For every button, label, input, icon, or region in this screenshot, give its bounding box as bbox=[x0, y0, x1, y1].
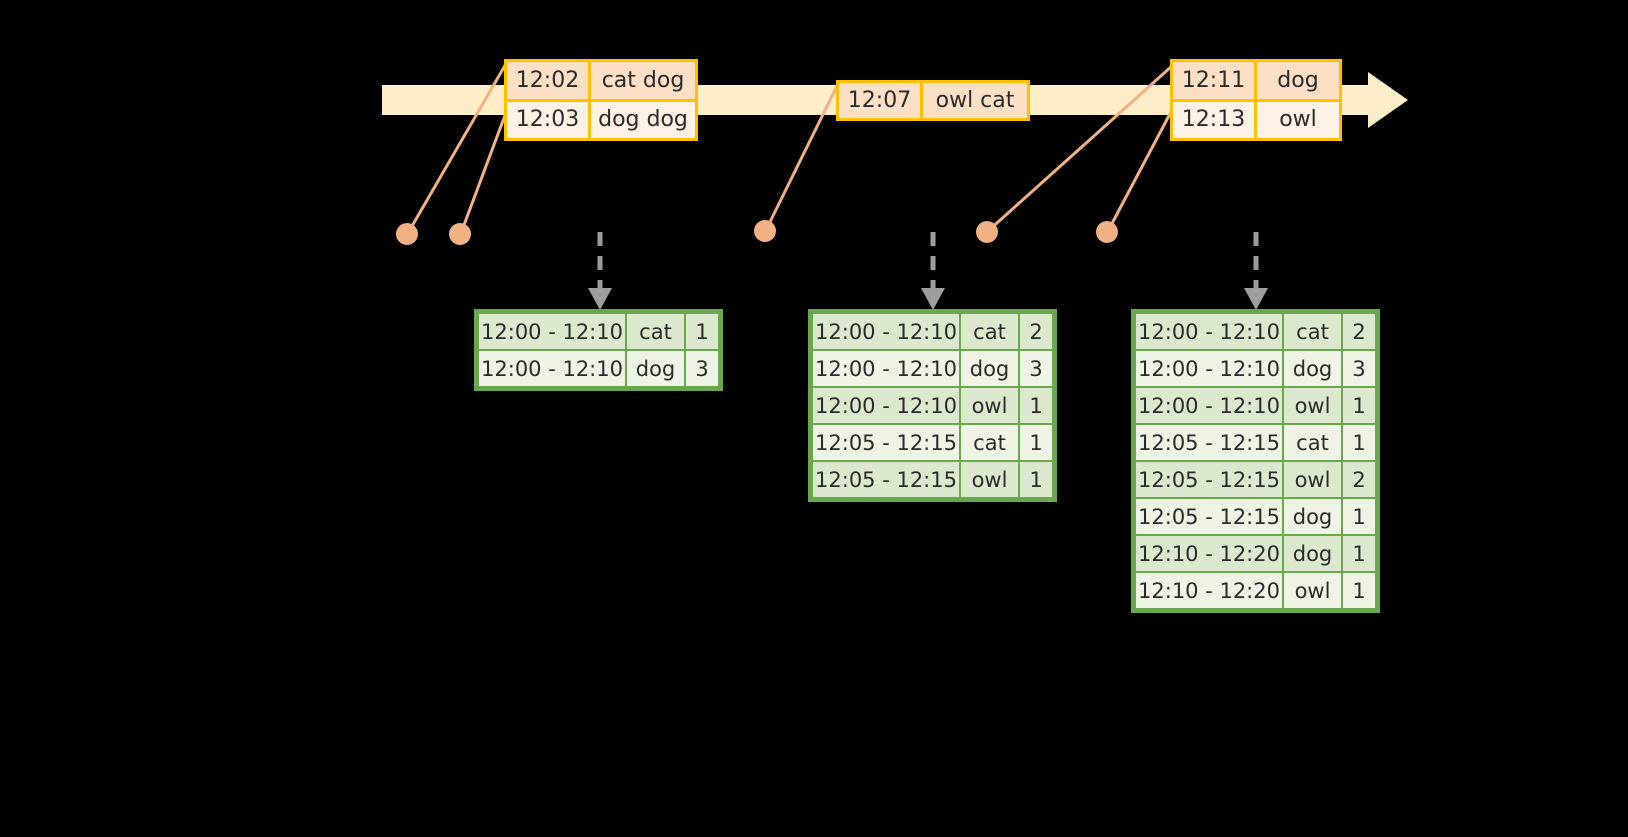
cell-window: 12:10 - 12:20 bbox=[1135, 572, 1283, 609]
event-time: 12:02 bbox=[507, 62, 591, 99]
event-time: 12:03 bbox=[507, 101, 591, 138]
cell-window: 12:00 - 12:10 bbox=[812, 350, 960, 387]
cell-window: 12:00 - 12:10 bbox=[1135, 387, 1283, 424]
cell-count: 1 bbox=[1019, 461, 1053, 498]
cell-count: 1 bbox=[1342, 498, 1376, 535]
cell-word: cat bbox=[1283, 424, 1342, 461]
event-time: 12:07 bbox=[839, 83, 923, 118]
cell-window: 12:10 - 12:20 bbox=[1135, 535, 1283, 572]
connector-dot-2 bbox=[449, 223, 471, 245]
cell-word: owl bbox=[1283, 387, 1342, 424]
cell-word: cat bbox=[960, 313, 1019, 350]
connector-dot-4 bbox=[976, 221, 998, 243]
cell-count: 1 bbox=[1342, 572, 1376, 609]
event-row: 12:02 cat dog bbox=[507, 62, 695, 99]
cell-count: 3 bbox=[1342, 350, 1376, 387]
cell-window: 12:05 - 12:15 bbox=[1135, 498, 1283, 535]
cell-word: cat bbox=[626, 313, 685, 350]
cell-count: 1 bbox=[1342, 424, 1376, 461]
event-words: owl bbox=[1257, 101, 1339, 138]
cell-word: owl bbox=[1283, 461, 1342, 498]
event-time: 12:11 bbox=[1173, 62, 1257, 99]
connector-dot-5 bbox=[1096, 221, 1118, 243]
cell-word: dog bbox=[1283, 535, 1342, 572]
cell-window: 12:00 - 12:10 bbox=[1135, 350, 1283, 387]
event-box-group-2[interactable]: 12:07 owl cat bbox=[836, 80, 1030, 121]
cell-count: 1 bbox=[685, 313, 719, 350]
cell-word: owl bbox=[960, 461, 1019, 498]
cell-count: 1 bbox=[1342, 535, 1376, 572]
cell-window: 12:00 - 12:10 bbox=[478, 350, 626, 387]
cell-window: 12:05 - 12:15 bbox=[1135, 424, 1283, 461]
trigger-arrow-2 bbox=[921, 232, 945, 310]
cell-window: 12:00 - 12:10 bbox=[812, 387, 960, 424]
connector-dot-3 bbox=[754, 220, 776, 242]
cell-word: cat bbox=[960, 424, 1019, 461]
cell-window: 12:00 - 12:10 bbox=[478, 313, 626, 350]
event-box-group-1[interactable]: 12:02 cat dog 12:03 dog dog bbox=[504, 59, 698, 141]
cell-window: 12:05 - 12:15 bbox=[812, 461, 960, 498]
cell-window: 12:00 - 12:10 bbox=[1135, 313, 1283, 350]
event-words: cat dog bbox=[591, 62, 695, 99]
event-box-group-3[interactable]: 12:11 dog 12:13 owl bbox=[1170, 59, 1342, 141]
cell-window: 12:00 - 12:10 bbox=[812, 313, 960, 350]
timeline-arrowhead bbox=[1368, 72, 1408, 128]
connector-dot-1 bbox=[396, 223, 418, 245]
cell-count: 3 bbox=[1019, 350, 1053, 387]
cell-count: 2 bbox=[1342, 313, 1376, 350]
trigger-arrow-3 bbox=[1244, 232, 1268, 310]
cell-word: dog bbox=[1283, 350, 1342, 387]
cell-word: dog bbox=[626, 350, 685, 387]
cell-word: dog bbox=[960, 350, 1019, 387]
cell-word: dog bbox=[1283, 498, 1342, 535]
cell-word: owl bbox=[1283, 572, 1342, 609]
trigger-arrow-1 bbox=[588, 232, 612, 310]
cell-count: 1 bbox=[1019, 387, 1053, 424]
cell-count: 2 bbox=[1342, 461, 1376, 498]
cell-count: 2 bbox=[1019, 313, 1053, 350]
cell-word: owl bbox=[960, 387, 1019, 424]
event-row: 12:13 owl bbox=[1173, 98, 1339, 138]
event-row: 12:07 owl cat bbox=[839, 83, 1027, 118]
event-words: dog bbox=[1257, 62, 1339, 99]
event-row: 12:11 dog bbox=[1173, 62, 1339, 99]
cell-count: 3 bbox=[685, 350, 719, 387]
event-row: 12:03 dog dog bbox=[507, 98, 695, 138]
cell-window: 12:05 - 12:15 bbox=[1135, 461, 1283, 498]
cell-count: 1 bbox=[1342, 387, 1376, 424]
cell-count: 1 bbox=[1019, 424, 1053, 461]
cell-word: cat bbox=[1283, 313, 1342, 350]
event-time: 12:13 bbox=[1173, 101, 1257, 138]
event-words: dog dog bbox=[591, 101, 695, 138]
event-words: owl cat bbox=[923, 83, 1027, 118]
cell-window: 12:05 - 12:15 bbox=[812, 424, 960, 461]
